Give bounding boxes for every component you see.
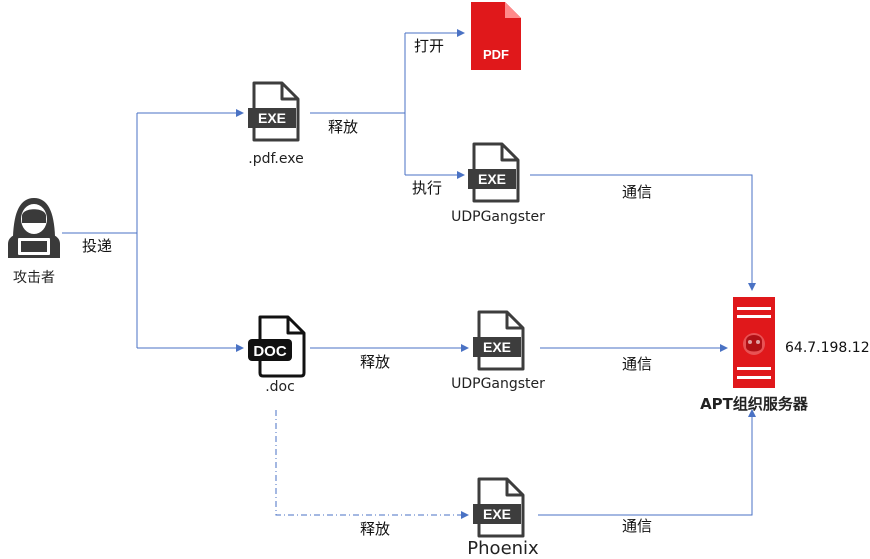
exe-file-icon-udpgangster-2: EXE: [471, 310, 525, 371]
doc-badge-text: DOC: [253, 343, 287, 360]
edge-label-comm-3: 通信: [622, 517, 653, 535]
exe-badge-text: EXE: [483, 339, 511, 355]
edge-label-release-2: 释放: [360, 353, 391, 371]
server-label: APT组织服务器: [700, 395, 808, 413]
udpgangster-2-label: UDPGangster: [451, 376, 545, 392]
exe-file-icon-pdfexe: EXE: [246, 81, 300, 142]
edge-label-open: 打开: [414, 37, 445, 55]
edge-label-comm-2: 通信: [622, 355, 653, 373]
edge-udp1-server: [530, 174, 756, 291]
phoenix-label: Phoenix: [467, 538, 539, 559]
doc-file-icon: DOC: [248, 315, 306, 378]
exe-badge-text: EXE: [258, 110, 286, 126]
connectors: [62, 29, 756, 519]
pdf-badge-text: PDF: [483, 47, 509, 62]
exe-badge-text: EXE: [478, 171, 506, 187]
exe-file-icon-udpgangster-1: EXE: [466, 142, 520, 203]
pdf-file-icon: PDF: [471, 2, 521, 70]
edge-label-release-3: 释放: [360, 520, 391, 538]
edge-label-deliver: 投递: [82, 237, 113, 255]
hacker-icon: [8, 198, 60, 258]
udpgangster-1-label: UDPGangster: [451, 209, 545, 225]
pdf-exe-label: .pdf.exe: [248, 151, 304, 167]
server-icon: [733, 297, 775, 388]
edge-doc-phoenix: [275, 410, 469, 519]
edge-phoenix-server: [538, 409, 756, 516]
edge-label-release-1: 释放: [328, 118, 359, 136]
server-ip: 64.7.198.12: [785, 340, 870, 356]
attacker-label: 攻击者: [13, 270, 55, 286]
exe-file-icon-phoenix: EXE: [471, 477, 525, 538]
edge-label-execute: 执行: [412, 179, 443, 197]
edge-label-comm-1: 通信: [622, 183, 653, 201]
doc-label: .doc: [265, 379, 295, 395]
exe-badge-text: EXE: [483, 506, 511, 522]
